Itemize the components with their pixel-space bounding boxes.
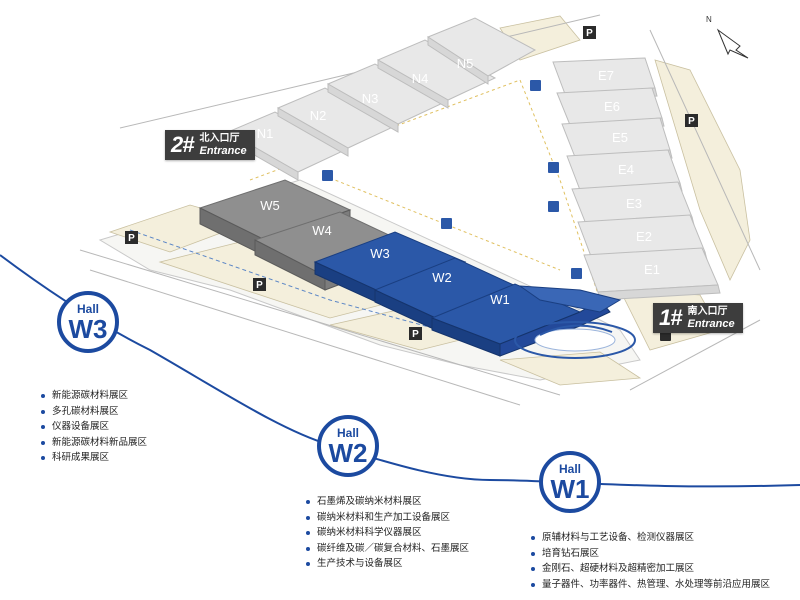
- zone-list-w2: 石墨烯及碳纳米材料展区 碳纳米材料和生产加工设备展区 碳纳米材料科学仪器展区 碳…: [305, 494, 469, 572]
- hall-label-n4: N4: [412, 71, 429, 86]
- hall-badge-w2: Hall W2: [317, 415, 379, 477]
- north-entrance-zh: 北入口厅: [199, 133, 240, 144]
- hall-label-e5: E5: [612, 130, 628, 145]
- hall-label-w4: W4: [312, 223, 332, 238]
- list-item: 多孔碳材料展区: [40, 404, 147, 420]
- compass-arrow-icon: N: [706, 15, 749, 59]
- list-item: 量子器件、功率器件、热管理、水处理等前沿应用展区: [530, 577, 770, 593]
- hall-label-e7: E7: [598, 68, 614, 83]
- hall-label-w1: W1: [490, 292, 510, 307]
- hall-badge-w1-code: W1: [550, 474, 590, 504]
- compass-north-label: N: [706, 15, 712, 24]
- south-plaza: [514, 321, 636, 359]
- hall-label-e2: E2: [636, 229, 652, 244]
- hall-badge-w2-word: Hall: [336, 426, 359, 440]
- hall-label-w2: W2: [432, 270, 452, 285]
- hall-label-e4: E4: [618, 162, 634, 177]
- hall-label-e1: E1: [644, 262, 660, 277]
- list-item: 碳纳米材料科学仪器展区: [305, 525, 469, 541]
- hall-label-w3: W3: [370, 246, 390, 261]
- hall-badge-w3-word: Hall: [76, 302, 99, 316]
- parking-label-2: P: [688, 116, 695, 127]
- parking-label-4: P: [256, 280, 263, 291]
- hall-label-w5: W5: [260, 198, 280, 213]
- hall-label-e3: E3: [626, 196, 642, 211]
- east-halls: E7 E6 E5 E4 E3 E2 E1: [552, 57, 721, 301]
- parking-label-1: P: [586, 28, 593, 39]
- list-item: 金刚石、超硬材料及超精密加工展区: [530, 561, 770, 577]
- hall-label-e6: E6: [604, 99, 620, 114]
- list-item: 碳纤维及碳／碳复合材料、石墨展区: [305, 541, 469, 557]
- south-entrance-number: 1#: [659, 305, 683, 330]
- parking-label-5: P: [412, 329, 419, 340]
- list-item: 新能源碳材料展区: [40, 388, 147, 404]
- north-entrance-label: 2# 北入口厅 Entrance: [165, 130, 255, 160]
- south-entrance-label: 1# 南入口厅 Entrance: [653, 303, 743, 333]
- parking-signs: P P P P P: [125, 26, 698, 340]
- west-blue-halls: W3 W2 W1: [313, 231, 622, 357]
- north-entrance-en: Entrance: [199, 145, 247, 157]
- zone-list-w3: 新能源碳材料展区 多孔碳材料展区 仪器设备展区 新能源碳材料新品展区 科研成果展…: [40, 388, 147, 466]
- north-entrance-number: 2#: [171, 132, 195, 157]
- hall-label-n2: N2: [310, 108, 327, 123]
- hall-badge-w1: Hall W1: [539, 451, 601, 513]
- list-item: 科研成果展区: [40, 450, 147, 466]
- hall-label-n3: N3: [362, 91, 379, 106]
- bus-icons: [322, 80, 671, 341]
- list-item: 生产技术与设备展区: [305, 556, 469, 572]
- south-entrance-en: Entrance: [687, 318, 735, 330]
- list-item: 原辅材料与工艺设备、检测仪器展区: [530, 530, 770, 546]
- hall-badge-w3: Hall W3: [57, 291, 119, 353]
- zone-list-w1: 原辅材料与工艺设备、检测仪器展区 培育钻石展区 金刚石、超硬材料及超精密加工展区…: [530, 530, 770, 592]
- list-item: 仪器设备展区: [40, 419, 147, 435]
- hall-badge-w2-code: W2: [328, 438, 368, 468]
- hall-badge-w1-word: Hall: [558, 462, 581, 476]
- list-item: 新能源碳材料新品展区: [40, 435, 147, 451]
- hall-badge-w3-code: W3: [68, 314, 108, 344]
- list-item: 碳纳米材料和生产加工设备展区: [305, 510, 469, 526]
- north-halls: N1 N2 N3 N4 N5: [226, 17, 537, 181]
- hall-label-n1: N1: [257, 126, 274, 141]
- list-item: 培育钻石展区: [530, 546, 770, 562]
- list-item: 石墨烯及碳纳米材料展区: [305, 494, 469, 510]
- parking-label-3: P: [128, 233, 135, 244]
- south-entrance-zh: 南入口厅: [687, 306, 728, 317]
- hall-label-n5: N5: [457, 56, 474, 71]
